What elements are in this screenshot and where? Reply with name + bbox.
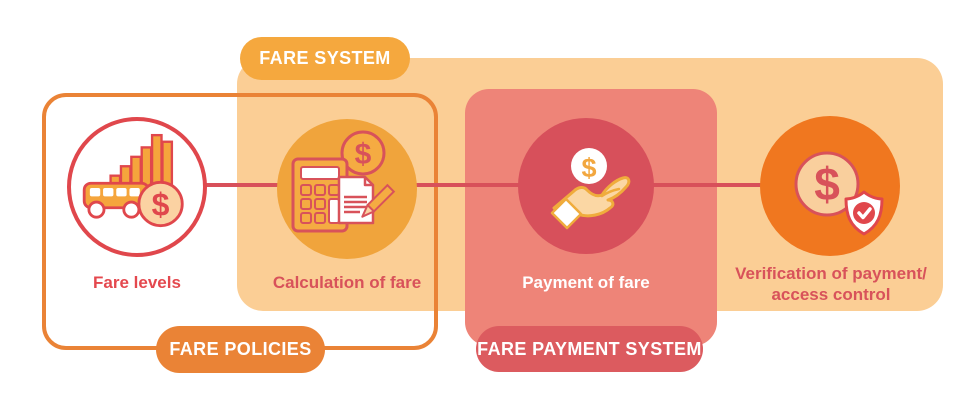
hand-icon [550,176,631,230]
payment-of-fare-label: Payment of fare [522,273,650,292]
node-circle-calculation-of-fare: $ [277,119,417,259]
shield-check-icon [844,190,884,236]
fare-payment-system-badge-label: FARE PAYMENT SYSTEM [477,338,702,359]
verified-payment-shield-icon: $ [794,151,884,236]
bus-wheel-icon [87,200,106,219]
connector-line [137,183,830,187]
verification-label: Verification of payment/ access control [725,263,937,305]
fare-system-badge: FARE SYSTEM [240,37,410,80]
fare-coin-icon: $ [137,180,184,228]
dollar-glyph: $ [581,153,596,183]
fare-policies-badge-label: FARE POLICIES [169,339,312,359]
pencil-icon [361,183,396,218]
node-circle-payment-of-fare: $ [518,118,654,254]
checkmark-icon [857,207,872,220]
coin-icon: $ [794,151,860,217]
dollar-glyph: $ [152,186,170,222]
calculator-icon [291,157,349,233]
calculation-of-fare-label: Calculation of fare [272,273,422,292]
hand-coin-icon: $ [550,148,631,230]
coin-icon: $ [571,148,607,184]
fare-payment-system-badge: FARE PAYMENT SYSTEM [476,326,703,372]
verification-label-line1: Verification of payment/ [735,264,927,283]
cuff-icon [550,197,583,230]
fare-system-badge-label: FARE SYSTEM [259,48,391,68]
bus-wheel-icon [122,200,141,219]
dollar-glyph: $ [355,138,372,171]
bus-fare-levels-icon: $ [82,133,184,228]
fare-policies-badge: FARE POLICIES [156,326,325,373]
node-circle-fare-levels: $ [67,117,207,257]
document-icon [337,175,375,225]
bus-icon [82,181,150,219]
verification-label-line2: access control [771,285,891,304]
node-circle-verification: $ [760,116,900,256]
dollar-glyph: $ [814,158,840,210]
fare-levels-label: Fare levels [93,273,181,292]
coin-icon: $ [340,130,386,176]
fare-calculator-icon: $ [291,130,396,233]
